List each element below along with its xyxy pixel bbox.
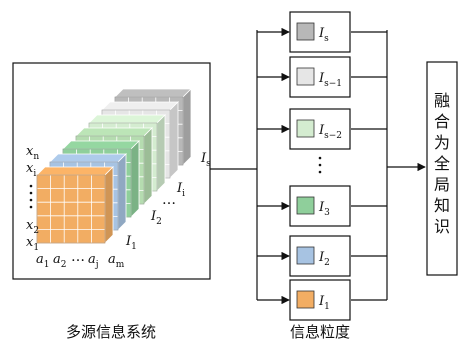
cube-ellipsis: … (162, 192, 176, 208)
col-label-aj: aj (88, 252, 99, 270)
granule-item: I1 (257, 279, 387, 321)
row-ellipsis-dot (29, 191, 33, 195)
granule-swatch (296, 196, 315, 215)
granule-label: I2 (318, 250, 330, 268)
granule-item: Is−2 (257, 108, 387, 150)
row-label-xn: xn (26, 144, 39, 162)
col-ellipsis: … (71, 249, 85, 265)
granule-label: I3 (318, 200, 330, 218)
row-ellipsis-dot (29, 184, 33, 188)
granule-label: Is−1 (318, 71, 342, 89)
granule-swatch (296, 246, 315, 265)
row-ellipsis-dot (29, 205, 33, 209)
granule-item: Is−1 (257, 56, 387, 98)
granule-label: Is (318, 26, 329, 44)
cube-label-I1: I1 (125, 234, 137, 252)
row-label-x1: x1 (26, 235, 39, 253)
cube-label-Ii: Ii (176, 181, 185, 199)
granule-item: I3 (257, 185, 387, 227)
col-label-a2: a2 (53, 252, 67, 270)
granule-ellipsis-dot (318, 170, 322, 174)
multi-source-system-frame (12, 62, 211, 280)
fusion-label: 融合为全局知识 (434, 91, 450, 236)
cube-layer (36, 166, 114, 244)
caption-multi-source-system: 多源信息系统 (66, 323, 156, 341)
granule-label: I1 (318, 294, 330, 312)
row-ellipsis-dot (29, 198, 33, 202)
cube-label-I2: I2 (150, 209, 162, 227)
caption-granularity: 信息粒度 (290, 323, 350, 341)
cube-label-Is: Is (200, 151, 211, 169)
row-label-xi: xi (26, 161, 36, 179)
granule-label: Is−2 (318, 123, 342, 141)
granule-swatch (296, 22, 315, 41)
granule-item: Is (257, 11, 387, 53)
cube-stack (36, 88, 192, 244)
col-label-a1: a1 (36, 252, 50, 270)
fusion-box (426, 61, 458, 276)
col-label-am: am (108, 252, 125, 270)
row-label-x2: x2 (26, 218, 39, 236)
granule-swatch (296, 290, 315, 309)
granule-item: I2 (257, 235, 387, 277)
granule-ellipsis-dot (318, 163, 322, 167)
granule-swatch (296, 67, 315, 86)
granule-ellipsis-dot (318, 156, 322, 160)
granule-swatch (296, 119, 315, 138)
